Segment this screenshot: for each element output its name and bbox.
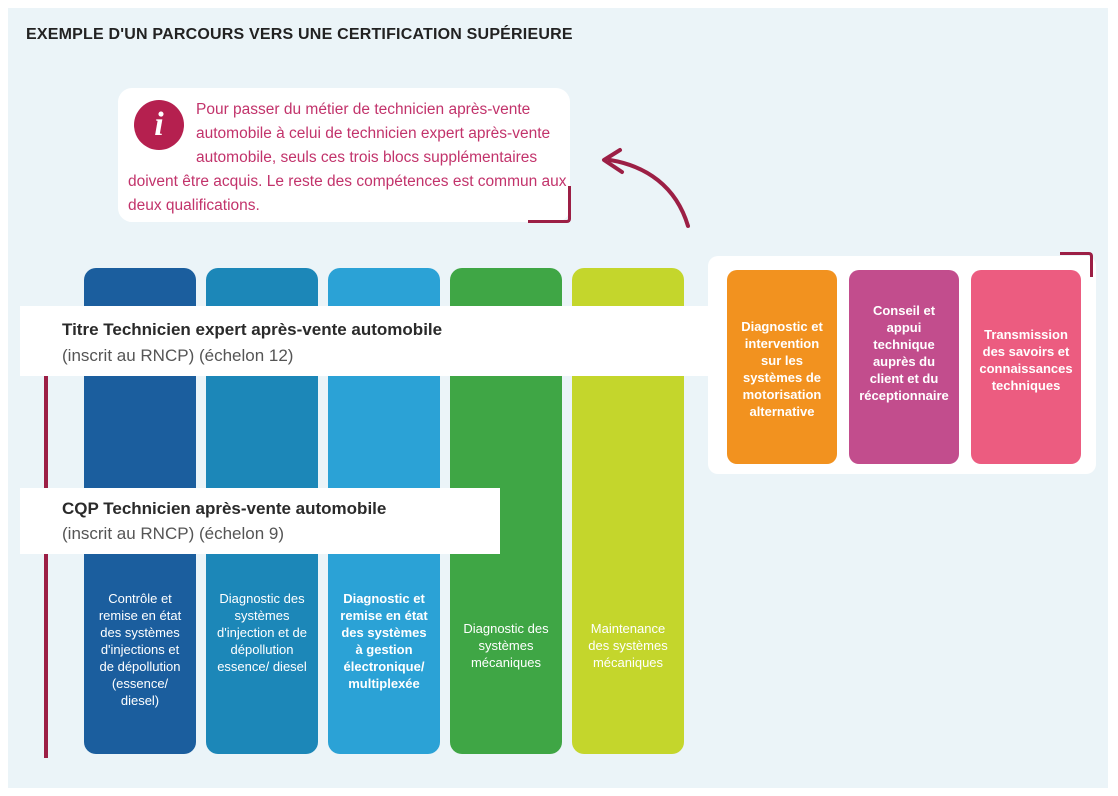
- level-subtitle-expert: (inscrit au RNCP) (échelon 12): [62, 346, 294, 365]
- level-band-cqp: [20, 488, 500, 554]
- competence-block-label: Diagnostic des systèmes mécaniques: [463, 621, 549, 670]
- info-bracket: [528, 186, 571, 223]
- competence-block-label: Contrôle et remise en état des systèmes …: [98, 591, 182, 708]
- competence-block-label: Diagnostic des systèmes d'injection et d…: [217, 591, 307, 674]
- extra-competence-block: Conseil et appui technique auprès du cli…: [849, 270, 959, 464]
- info-callout: [118, 88, 570, 222]
- extra-competence-block-label: Diagnostic et intervention sur les systè…: [741, 319, 823, 419]
- extra-competence-block: Transmission des savoirs et connaissance…: [971, 270, 1081, 464]
- extra-bracket: [1060, 252, 1093, 277]
- level-title-cqp: CQP Technicien après-vente automobile: [62, 499, 387, 518]
- competence-block-label: Diagnostic et remise en état des système…: [340, 591, 428, 691]
- diagram-title: EXEMPLE D'UN PARCOURS VERS UNE CERTIFICA…: [26, 26, 573, 43]
- level-title-expert: Titre Technicien expert après-vente auto…: [62, 320, 443, 339]
- extra-competence-block-label: Transmission des savoirs et connaissance…: [979, 327, 1073, 393]
- extra-competence-block: Diagnostic et intervention sur les systè…: [727, 270, 837, 464]
- curved-arrow-icon: [602, 148, 690, 228]
- level-subtitle-cqp: (inscrit au RNCP) (échelon 9): [62, 524, 285, 543]
- info-icon: i: [134, 100, 184, 150]
- info-text: Pour passer du métier de technicien aprè…: [128, 101, 567, 214]
- competence-block-label: Maintenance des systèmes mécaniques: [588, 621, 668, 670]
- extra-competence-block-label: Conseil et appui technique auprès du cli…: [859, 303, 949, 403]
